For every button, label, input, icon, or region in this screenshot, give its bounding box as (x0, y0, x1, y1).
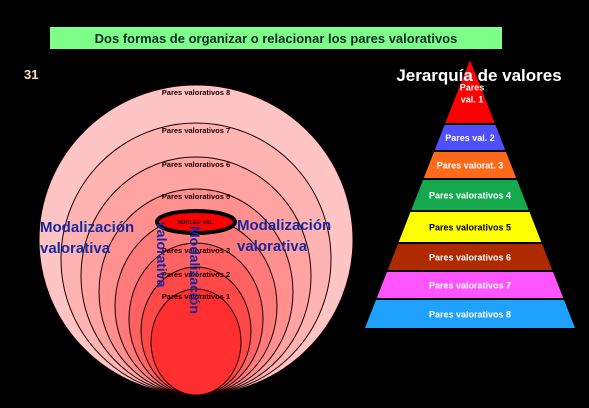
left-modalization-line1: Modalización (40, 219, 135, 236)
ring-label-8: Pares valorativos 8 (162, 88, 230, 97)
vertical-modalization-label-2: valorativa (154, 222, 170, 288)
pyramid-title: Jerarquía de valores (396, 66, 562, 85)
pyramid-tier-1 (445, 60, 495, 123)
left-modalization-label: Modalización valorativa (40, 217, 134, 259)
left-modalization-line2: valorativa (40, 240, 111, 257)
pyramid-tier-3 (423, 152, 517, 178)
pyramid-tier-4 (411, 180, 529, 210)
pyramid-tier-label-8: Pares valorativos 8 (429, 310, 511, 320)
pyramid-tier-label-5: Pares valorativos 5 (429, 223, 511, 233)
ring-label-1: Pares valorativos 1 (162, 292, 230, 301)
right-modalization-line1: Modalización (237, 217, 332, 234)
pyramid-tier-label-6: Pares valorativos 6 (429, 253, 511, 263)
pyramid-tier-label-1-line2: val. 1 (461, 95, 484, 105)
right-modalization-label: Modalización valorativa (237, 215, 331, 257)
concentric-rings: Pares valorativos 8 Pares valorativos 7 Pa… (38, 84, 354, 396)
nucleus-label: NÚCLEO VAL. (178, 219, 215, 226)
pyramid-tier-label-1-line1: Pares (460, 83, 485, 93)
ring-label-3: Pares valorativos 3 (162, 246, 230, 255)
pyramid-tier-8 (365, 300, 575, 328)
value-pyramid: Pares val. 1 Pares val. 2 Pares valorat. 3 P… (365, 60, 575, 328)
pyramid-tier-label-3: Pares valorat. 3 (437, 161, 504, 171)
nucleus (155, 209, 237, 235)
ring-1 (150, 288, 242, 396)
pyramid-tier-2 (434, 125, 506, 150)
ring-label-5: Pares valorativos 5 (162, 192, 230, 201)
pyramid-tier-label-7: Pares valorativos 7 (429, 281, 511, 291)
pyramid-tier-label-4: Pares valorativos 4 (429, 191, 511, 201)
right-modalization-line2: valorativa (237, 238, 308, 255)
pyramid-tier-5 (398, 212, 542, 242)
ring-label-2: Pares valorativos 2 (162, 270, 230, 279)
ring-label-6: Pares valorativos 6 (162, 160, 230, 169)
pyramid-tier-label-2: Pares val. 2 (445, 133, 495, 143)
vertical-modalization-label-1: Modalización (187, 226, 203, 314)
pyramid-tier-7 (376, 272, 564, 298)
pyramid-tier-6 (387, 244, 553, 270)
ring-label-7: Pares valorativos 7 (162, 126, 230, 135)
slide-title: Dos formas de organizar o relacionar los… (50, 27, 502, 49)
slide-number: 31 (24, 67, 39, 82)
